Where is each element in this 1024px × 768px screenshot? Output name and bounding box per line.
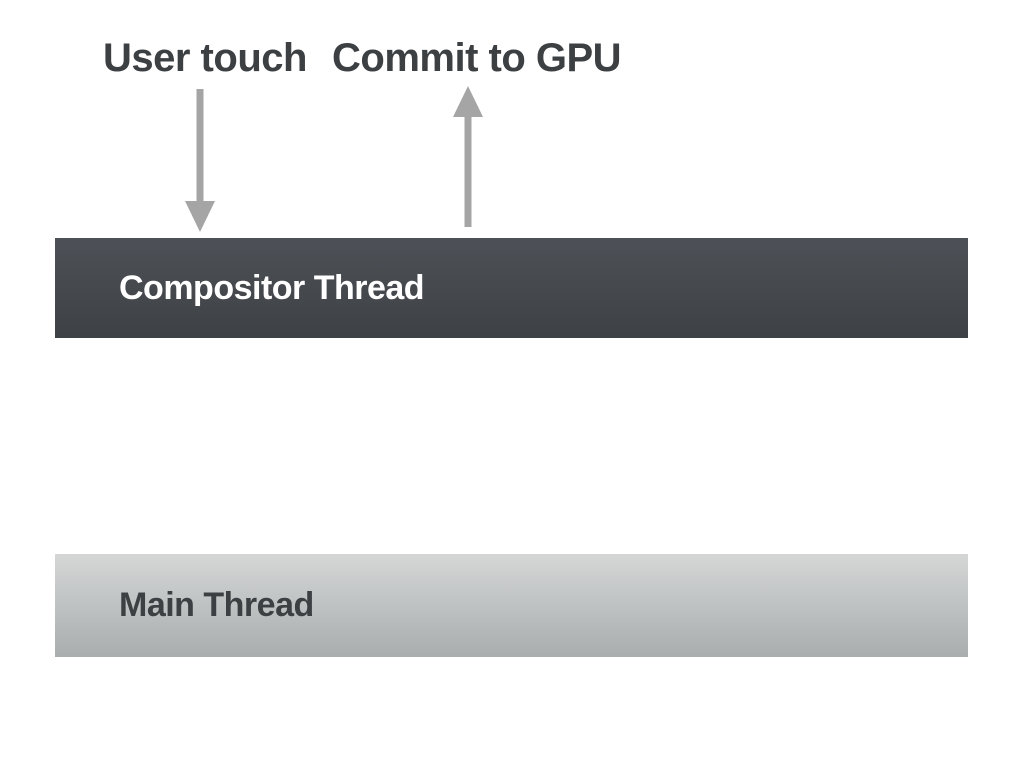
- arrow-down-stem: [196, 89, 204, 202]
- compositor-thread-bar: Compositor Thread: [55, 238, 968, 338]
- arrow-up-icon: [453, 86, 483, 227]
- arrow-down-head: [185, 201, 215, 232]
- arrow-up-stem: [464, 116, 472, 227]
- main-thread-bar: Main Thread: [55, 554, 968, 657]
- user-touch-label: User touch: [103, 36, 307, 80]
- commit-to-gpu-label: Commit to GPU: [332, 36, 622, 80]
- arrow-up-head: [453, 86, 483, 117]
- main-thread-label: Main Thread: [119, 586, 314, 624]
- compositor-thread-label: Compositor Thread: [119, 268, 425, 307]
- arrow-down-icon: [185, 89, 215, 232]
